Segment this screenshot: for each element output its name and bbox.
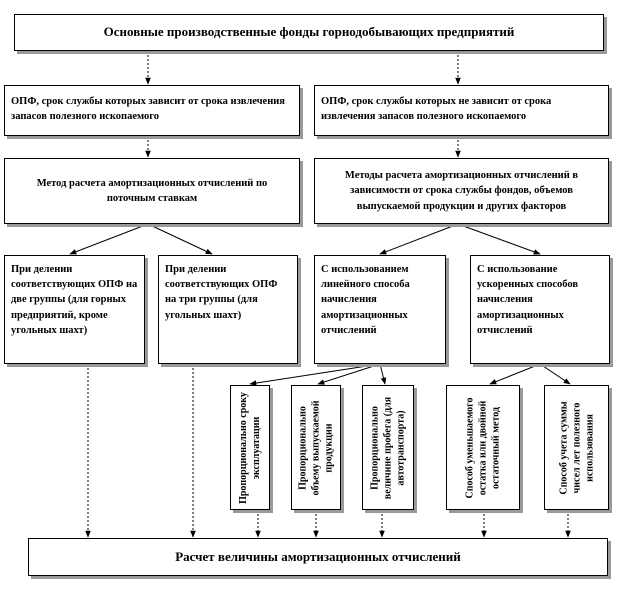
l2-right-box: Методы расчета амортизационных отчислени… [314,158,609,224]
mileage-text: Пропорционально величине пробега (для ав… [369,396,407,499]
sum-of-years-box: Способ учета суммы чисел лет полезного и… [544,385,609,510]
arrow-linear-to-output [317,363,381,385]
result-box: Расчет величины амортизационных отчислен… [28,538,608,576]
accelerated-box: С использование ускоренных способов начи… [470,255,610,364]
linear-box: С использованием линейного способа начис… [314,255,446,364]
declining-balance-box: Способ уменьшаемого остатка или двойной … [446,385,520,510]
l1-right-text: ОПФ, срок службы которых не зависит от с… [321,96,552,123]
l1-left-text: ОПФ, срок службы которых зависит от срок… [11,96,285,123]
arrow-accelerated-to-sum-years [539,363,571,385]
l2-left-box: Метод расчета амортизационных отчислений… [4,158,300,224]
result-text: Расчет величины амортизационных отчислен… [175,548,461,564]
mileage-box: Пропорционально величине пробега (для ав… [362,385,414,510]
arrow-linear-to-mileage [379,363,387,385]
linear-text: С использованием линейного способа начис… [321,264,410,336]
declining-balance-text: Способ уменьшаемого остатка или двойной … [464,397,502,498]
sum-of-years-text: Способ учета суммы чисел лет полезного и… [558,400,595,495]
output-volume-box: Пропорционально объему выпускаемой проду… [291,385,341,510]
title-box: Основные производственные фонды горнодоб… [14,14,604,51]
arrow-l2left-to-two-groups [69,223,149,255]
arrow-l2right-to-accelerated [457,223,541,255]
l1-right-box: ОПФ, срок службы которых не зависит от с… [314,85,609,136]
arrow-linear-to-service-life [249,363,381,386]
l2-left-text: Метод расчета амортизационных отчислений… [36,177,268,204]
l1-left-box: ОПФ, срок службы которых зависит от срок… [4,85,300,136]
accelerated-text: С использование ускоренных способов начи… [477,264,579,336]
service-life-box: Пропорционально сроку эксплуатации [230,385,270,510]
three-groups-text: При делении соответствующих ОПФ на три г… [165,264,278,321]
title-text: Основные производственные фонды горнодоб… [103,24,515,40]
output-volume-text: Пропорционально объему выпускаемой проду… [297,400,335,495]
arrow-l2left-to-three-groups [147,223,213,255]
two-groups-text: При делении соответствующих ОПФ на две г… [11,264,138,336]
arrow-l2right-to-linear [379,223,459,255]
three-groups-box: При делении соответствующих ОПФ на три г… [158,255,298,364]
l2-right-text: Методы расчета амортизационных отчислени… [344,170,579,212]
service-life-text: Пропорционально сроку эксплуатации [238,391,262,504]
two-groups-box: При делении соответствующих ОПФ на две г… [4,255,145,364]
arrow-accelerated-to-declining [489,363,541,385]
